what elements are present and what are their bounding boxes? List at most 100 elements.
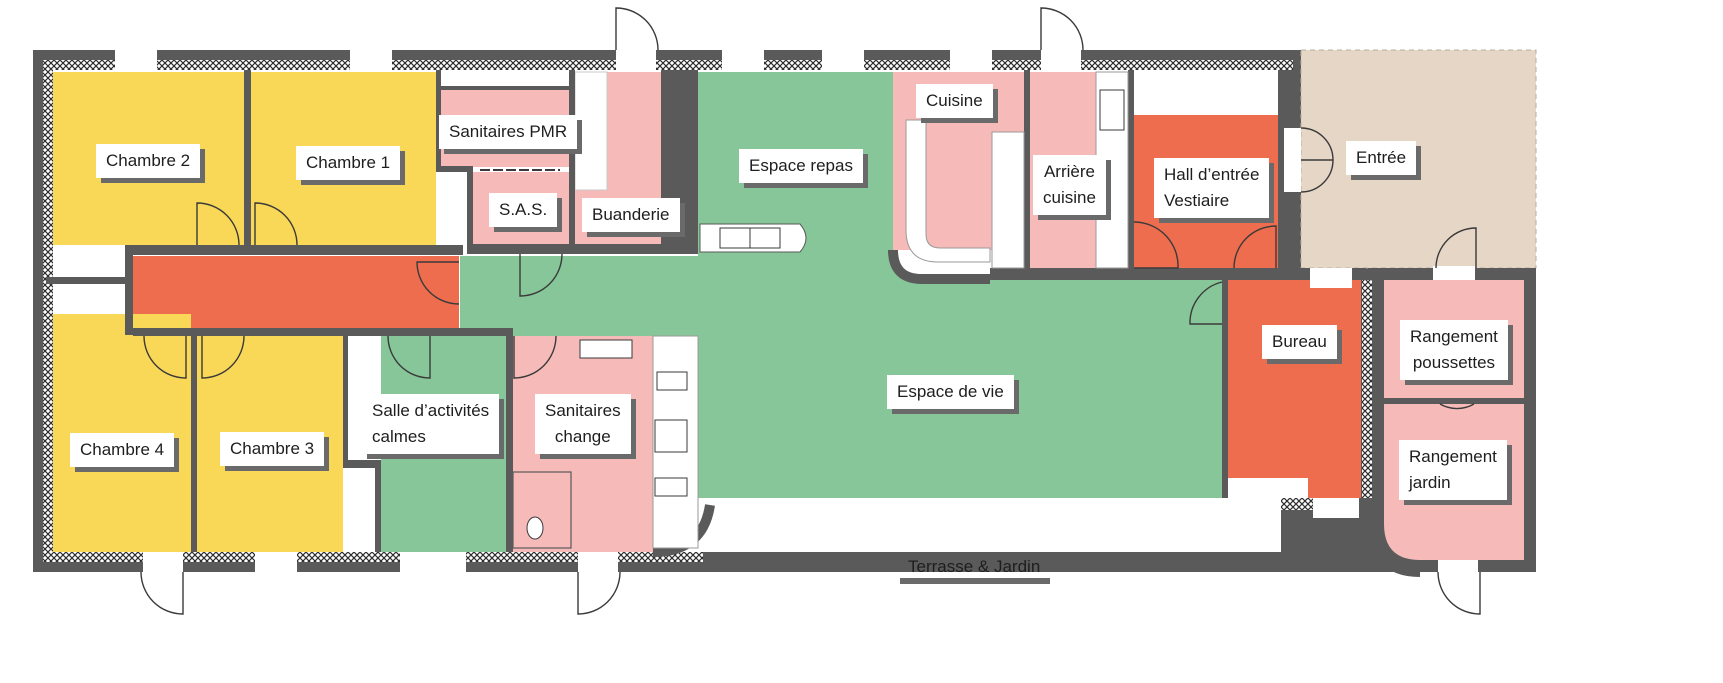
text: Rangement [1410, 327, 1498, 346]
door-buanderie-exterior [615, 7, 659, 51]
door-chambre-4-exterior [140, 571, 184, 615]
text: Espace repas [749, 156, 853, 175]
window [950, 50, 992, 70]
label-sas: S.A.S. [489, 193, 558, 227]
door-hall-west [1133, 221, 1179, 269]
door-rangement-poussettes [1435, 227, 1477, 269]
door-gap [1041, 50, 1081, 72]
hatch-north [43, 60, 1293, 70]
door-bureau [1189, 281, 1223, 325]
curved-wall-rangement [1367, 519, 1421, 577]
wall [191, 330, 197, 552]
text: change [554, 427, 611, 446]
window [722, 50, 764, 70]
terrasse-underline [900, 578, 1050, 584]
toilet-icon [526, 516, 544, 540]
wall [125, 245, 133, 335]
text: Chambre 1 [306, 153, 391, 172]
door-gap [578, 552, 618, 572]
wall [343, 460, 381, 468]
window [1013, 498, 1153, 518]
text: cuisine [1043, 188, 1096, 207]
wall-openings [115, 50, 1478, 574]
doors [140, 7, 1481, 615]
closet-chambre-2 [53, 245, 125, 277]
closet-chambre-3 [343, 468, 375, 552]
closet-chambre-4 [53, 284, 125, 314]
door-gap [1284, 128, 1301, 192]
label-entree: Entrée [1346, 141, 1417, 175]
window [1313, 498, 1359, 518]
label-espace-repas: Espace repas [739, 149, 863, 183]
cuisine-island [991, 131, 1025, 269]
door-gap [1134, 70, 1278, 115]
label-chambre-2: Chambre 2 [96, 144, 201, 178]
label-chambre-1: Chambre 1 [296, 146, 401, 180]
wall [343, 336, 348, 468]
washbasin-icon [579, 339, 633, 359]
label-salle-activites: Salle d’activités calmes [362, 394, 500, 454]
wall [467, 166, 473, 254]
label-buanderie: Buanderie [582, 198, 680, 232]
wall [1384, 398, 1524, 404]
window [350, 50, 392, 70]
interior-walls [46, 70, 1536, 572]
label-sanitaires-pmr: Sanitaires PMR [439, 115, 578, 149]
window [795, 498, 935, 518]
label-arriere-cuisine: Arrière cuisine [1033, 155, 1106, 215]
text: calmes [372, 427, 426, 446]
label-sanitaires-change: Sanitaires change [535, 394, 631, 454]
door-chambre-1 [254, 202, 298, 246]
text: Arrière [1043, 162, 1095, 181]
text: Chambre 4 [80, 440, 165, 459]
fixtures [480, 71, 1129, 549]
label-chambre-4: Chambre 4 [70, 433, 175, 467]
text: Sanitaires PMR [449, 122, 568, 141]
label-rangement-poussettes: Rangement poussettes [1400, 320, 1508, 380]
text: Salle d’activités [372, 401, 490, 420]
door-rangement-jardin-exterior [1437, 571, 1481, 615]
text: Buanderie [592, 205, 670, 224]
text: Hall d’entrée [1164, 165, 1260, 184]
label-bureau: Bureau [1262, 325, 1337, 359]
text: Espace de vie [897, 382, 1004, 401]
label-hall: Hall d’entrée Vestiaire [1154, 158, 1270, 218]
wall [569, 70, 575, 254]
wall [1524, 278, 1536, 572]
buanderie-counter [574, 71, 608, 191]
label-terrasse: Terrasse & Jardin [898, 550, 1050, 584]
door-sas [519, 253, 563, 297]
wall [990, 268, 1128, 280]
wall [1222, 280, 1228, 498]
changing-table-icon [656, 371, 688, 391]
text: Entrée [1356, 148, 1407, 167]
text: Chambre 3 [230, 439, 315, 458]
text: Cuisine [926, 91, 983, 110]
curved-wall-cuisine [888, 249, 990, 284]
wall [436, 70, 441, 168]
wall [1278, 70, 1284, 280]
hatch-south [43, 552, 703, 562]
label-chambre-3: Chambre 3 [220, 432, 325, 466]
door-rangement-internal [1439, 403, 1475, 410]
hatch-west [43, 60, 53, 562]
entree-area [1300, 49, 1537, 269]
window [822, 50, 864, 70]
wall [506, 336, 513, 552]
wall [1024, 70, 1030, 280]
wall [1128, 70, 1134, 280]
wall [1372, 278, 1384, 572]
door-gap [1438, 560, 1478, 574]
window [1228, 478, 1308, 498]
wall [441, 86, 569, 90]
window [255, 552, 297, 572]
wall [467, 244, 698, 254]
text: jardin [1409, 473, 1451, 492]
changing-table-icon [654, 419, 688, 453]
room-espace-de-vie [460, 72, 1222, 498]
wall [244, 70, 251, 247]
text: Sanitaires [545, 401, 621, 420]
door-chambre-3 [201, 335, 245, 379]
door-sanitaires-exterior [577, 571, 621, 615]
